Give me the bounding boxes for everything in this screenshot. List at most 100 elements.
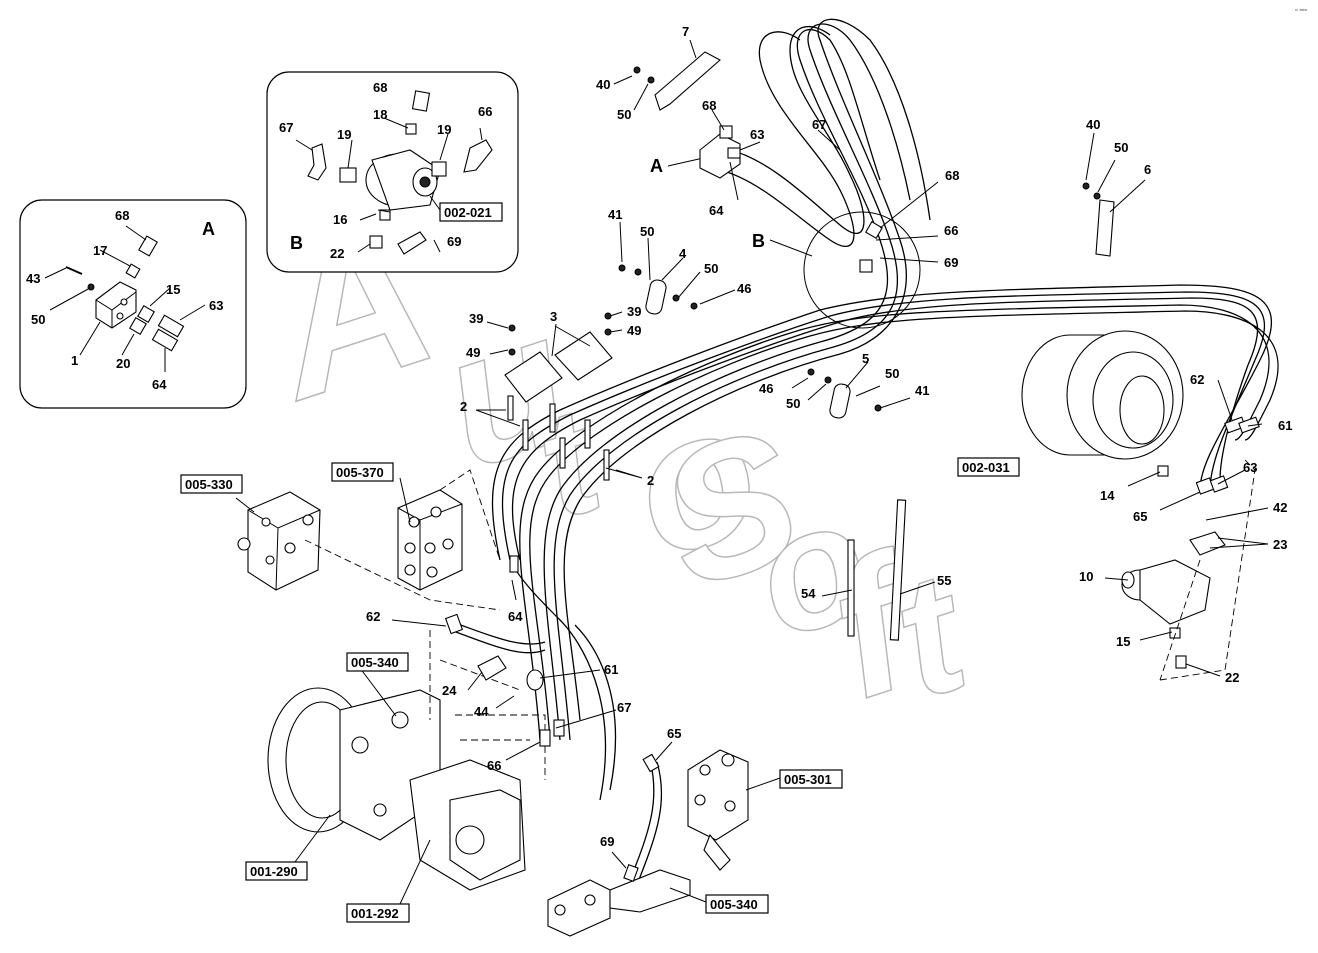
ref-box: 005-340 <box>351 655 399 670</box>
label: 18 <box>373 107 387 122</box>
motor-part <box>1121 559 1211 625</box>
label: 41 <box>608 207 622 222</box>
label: 39 <box>469 311 483 326</box>
label: 69 <box>447 234 461 249</box>
ref-box: 005-370 <box>336 465 384 480</box>
label: 39 <box>627 304 641 319</box>
fitting-part <box>1157 465 1169 477</box>
clamp-part <box>645 279 667 315</box>
label: 63 <box>750 127 764 142</box>
fitting-part <box>157 314 185 338</box>
pump-part <box>267 687 526 891</box>
valve-part <box>547 869 691 937</box>
label: 64 <box>152 377 167 392</box>
label: 69 <box>600 834 614 849</box>
label: 50 <box>885 366 899 381</box>
label: 50 <box>786 396 800 411</box>
callout-a: A <box>650 156 663 176</box>
label: 61 <box>604 662 618 677</box>
inset-b-title: B <box>290 233 303 253</box>
bolt-part <box>65 266 83 275</box>
motor-part <box>365 149 441 211</box>
hardware-dots <box>508 66 1101 412</box>
label: 15 <box>166 282 180 297</box>
label: 50 <box>31 312 45 327</box>
fitting-part <box>369 235 383 249</box>
ref-box: 001-290 <box>250 864 298 879</box>
label: 7 <box>682 24 689 39</box>
label: 17 <box>93 243 107 258</box>
ref-box: 002-021 <box>444 205 492 220</box>
label: 69 <box>944 255 958 270</box>
bracket-part <box>1095 199 1115 257</box>
label: 50 <box>704 261 718 276</box>
label: 64 <box>709 203 724 218</box>
label: 2 <box>647 473 654 488</box>
label: 55 <box>937 573 951 588</box>
label: 19 <box>337 127 351 142</box>
label: 49 <box>466 345 480 360</box>
label: 4 <box>679 246 687 261</box>
label: 14 <box>1100 488 1115 503</box>
ref-box: 002-031 <box>962 460 1010 475</box>
label: 62 <box>1190 372 1204 387</box>
leader-lines <box>235 39 1269 905</box>
label: 50 <box>1114 140 1128 155</box>
fitting-part <box>405 123 417 135</box>
valve-block-part <box>95 281 137 329</box>
label: 64 <box>508 609 523 624</box>
label: 67 <box>812 117 826 132</box>
label: 20 <box>116 356 130 371</box>
label: 3 <box>550 309 557 324</box>
fitting-part <box>138 235 158 257</box>
label: 15 <box>1116 634 1130 649</box>
inset-a-title: A <box>202 219 215 239</box>
final-drive-part <box>1021 330 1184 460</box>
ref-box: 005-301 <box>784 772 832 787</box>
inset-a: A 68 17 43 50 1 20 15 63 64 <box>19 199 247 409</box>
label: 66 <box>487 758 501 773</box>
stud-part <box>507 395 610 481</box>
label: 61 <box>1278 418 1292 433</box>
label: 40 <box>596 77 610 92</box>
label: 65 <box>1133 509 1147 524</box>
label: 68 <box>945 168 959 183</box>
plate-part <box>504 351 563 403</box>
label: 44 <box>474 704 489 719</box>
corner-mark: ▫ ▫▫▫ <box>1295 7 1307 14</box>
label: 24 <box>442 683 457 698</box>
label: 68 <box>702 98 716 113</box>
label: 65 <box>667 726 681 741</box>
bracket-part <box>654 51 721 111</box>
label: 63 <box>209 298 223 313</box>
label: 62 <box>366 609 380 624</box>
label: 68 <box>373 80 387 95</box>
inset-b: B 68 18 67 19 19 66 16 22 69 002-021 <box>266 71 519 273</box>
hose-bundle <box>449 18 1279 883</box>
label: 2 <box>460 399 467 414</box>
ref-box: 001-292 <box>351 906 399 921</box>
ref-boxes: 005-330 005-370 005-340 002-031 005-301 … <box>180 457 1020 923</box>
valve-part <box>237 491 321 591</box>
ref-box: 005-330 <box>185 477 233 492</box>
label: 46 <box>759 381 773 396</box>
label: 46 <box>737 281 751 296</box>
fitting-part <box>1169 627 1181 639</box>
valve-part <box>687 749 749 871</box>
fitting-part <box>151 328 179 352</box>
label: 1 <box>71 353 78 368</box>
label: 22 <box>1225 670 1239 685</box>
label: 41 <box>915 383 929 398</box>
fitting-part <box>411 90 431 112</box>
callout-circle-b <box>803 211 921 329</box>
fitting-part <box>125 263 141 279</box>
label: 22 <box>330 246 344 261</box>
fitting-part <box>339 167 357 183</box>
label: 10 <box>1079 569 1093 584</box>
fitting-part <box>1175 655 1187 669</box>
part-labels: 7 40 50 68 63 67 64 68 66 69 41 50 4 50 … <box>366 24 1292 849</box>
label: 50 <box>617 107 631 122</box>
label: 63 <box>1243 460 1257 475</box>
label: 68 <box>115 208 129 223</box>
